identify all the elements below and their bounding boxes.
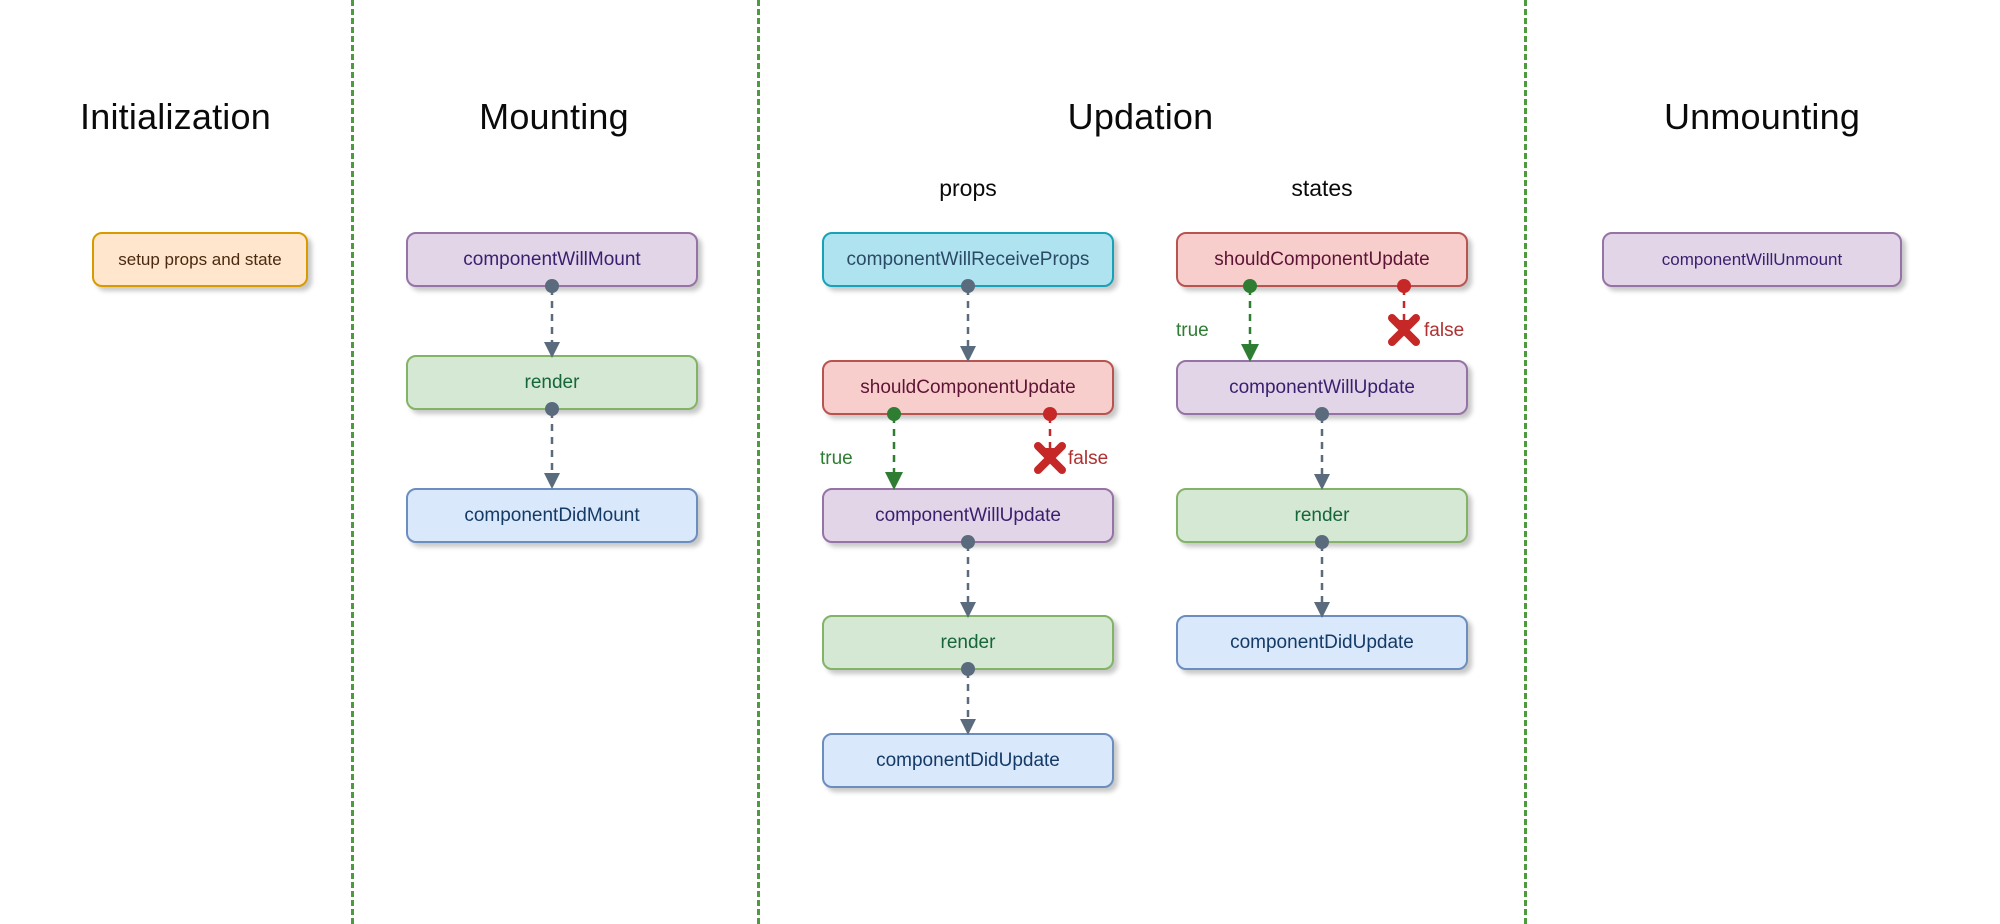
node-should-component-update-props[interactable]: shouldComponentUpdate <box>822 360 1114 415</box>
edge-render-to-did-mount <box>544 402 560 489</box>
branch-label-true-states: true <box>1176 320 1209 341</box>
node-should-component-update-states[interactable]: shouldComponentUpdate <box>1176 232 1468 287</box>
node-component-did-update-props[interactable]: componentDidUpdate <box>822 733 1114 788</box>
edge-props-true-branch <box>885 407 903 490</box>
edge-render-to-did-update-states <box>1314 535 1330 618</box>
edge-will-update-to-render-states <box>1314 407 1330 490</box>
node-component-did-mount[interactable]: componentDidMount <box>406 488 698 543</box>
subheading-props: props <box>939 175 997 201</box>
edge-props-false-branch <box>1034 407 1066 474</box>
edge-render-to-did-update-props <box>960 662 976 735</box>
section-divider-1 <box>351 0 354 924</box>
column-title-mounting: Mounting <box>479 96 629 137</box>
subheading-states: states <box>1291 175 1353 201</box>
node-component-will-receive-props[interactable]: componentWillReceiveProps <box>822 232 1114 287</box>
branch-label-false-states: false <box>1424 320 1465 341</box>
edge-states-true-branch <box>1241 279 1259 362</box>
edge-will-mount-to-render <box>544 279 560 358</box>
section-divider-3 <box>1524 0 1527 924</box>
column-title-initialization: Initialization <box>80 96 271 137</box>
branch-label-true-props: true <box>820 448 853 469</box>
node-component-will-unmount[interactable]: componentWillUnmount <box>1602 232 1902 287</box>
node-component-did-update-states[interactable]: componentDidUpdate <box>1176 615 1468 670</box>
edge-will-update-to-render-props <box>960 535 976 618</box>
column-title-updation: Updation <box>1067 96 1214 137</box>
node-component-will-update-states[interactable]: componentWillUpdate <box>1176 360 1468 415</box>
branch-label-false-props: false <box>1068 448 1109 469</box>
node-component-will-mount[interactable]: componentWillMount <box>406 232 698 287</box>
edge-receive-props-to-should-update <box>960 279 976 362</box>
column-title-unmounting: Unmounting <box>1663 96 1861 137</box>
edge-states-false-branch <box>1388 279 1420 346</box>
section-divider-2 <box>757 0 760 924</box>
node-setup-props-and-state[interactable]: setup props and state <box>92 232 308 287</box>
node-component-will-update-props[interactable]: componentWillUpdate <box>822 488 1114 543</box>
